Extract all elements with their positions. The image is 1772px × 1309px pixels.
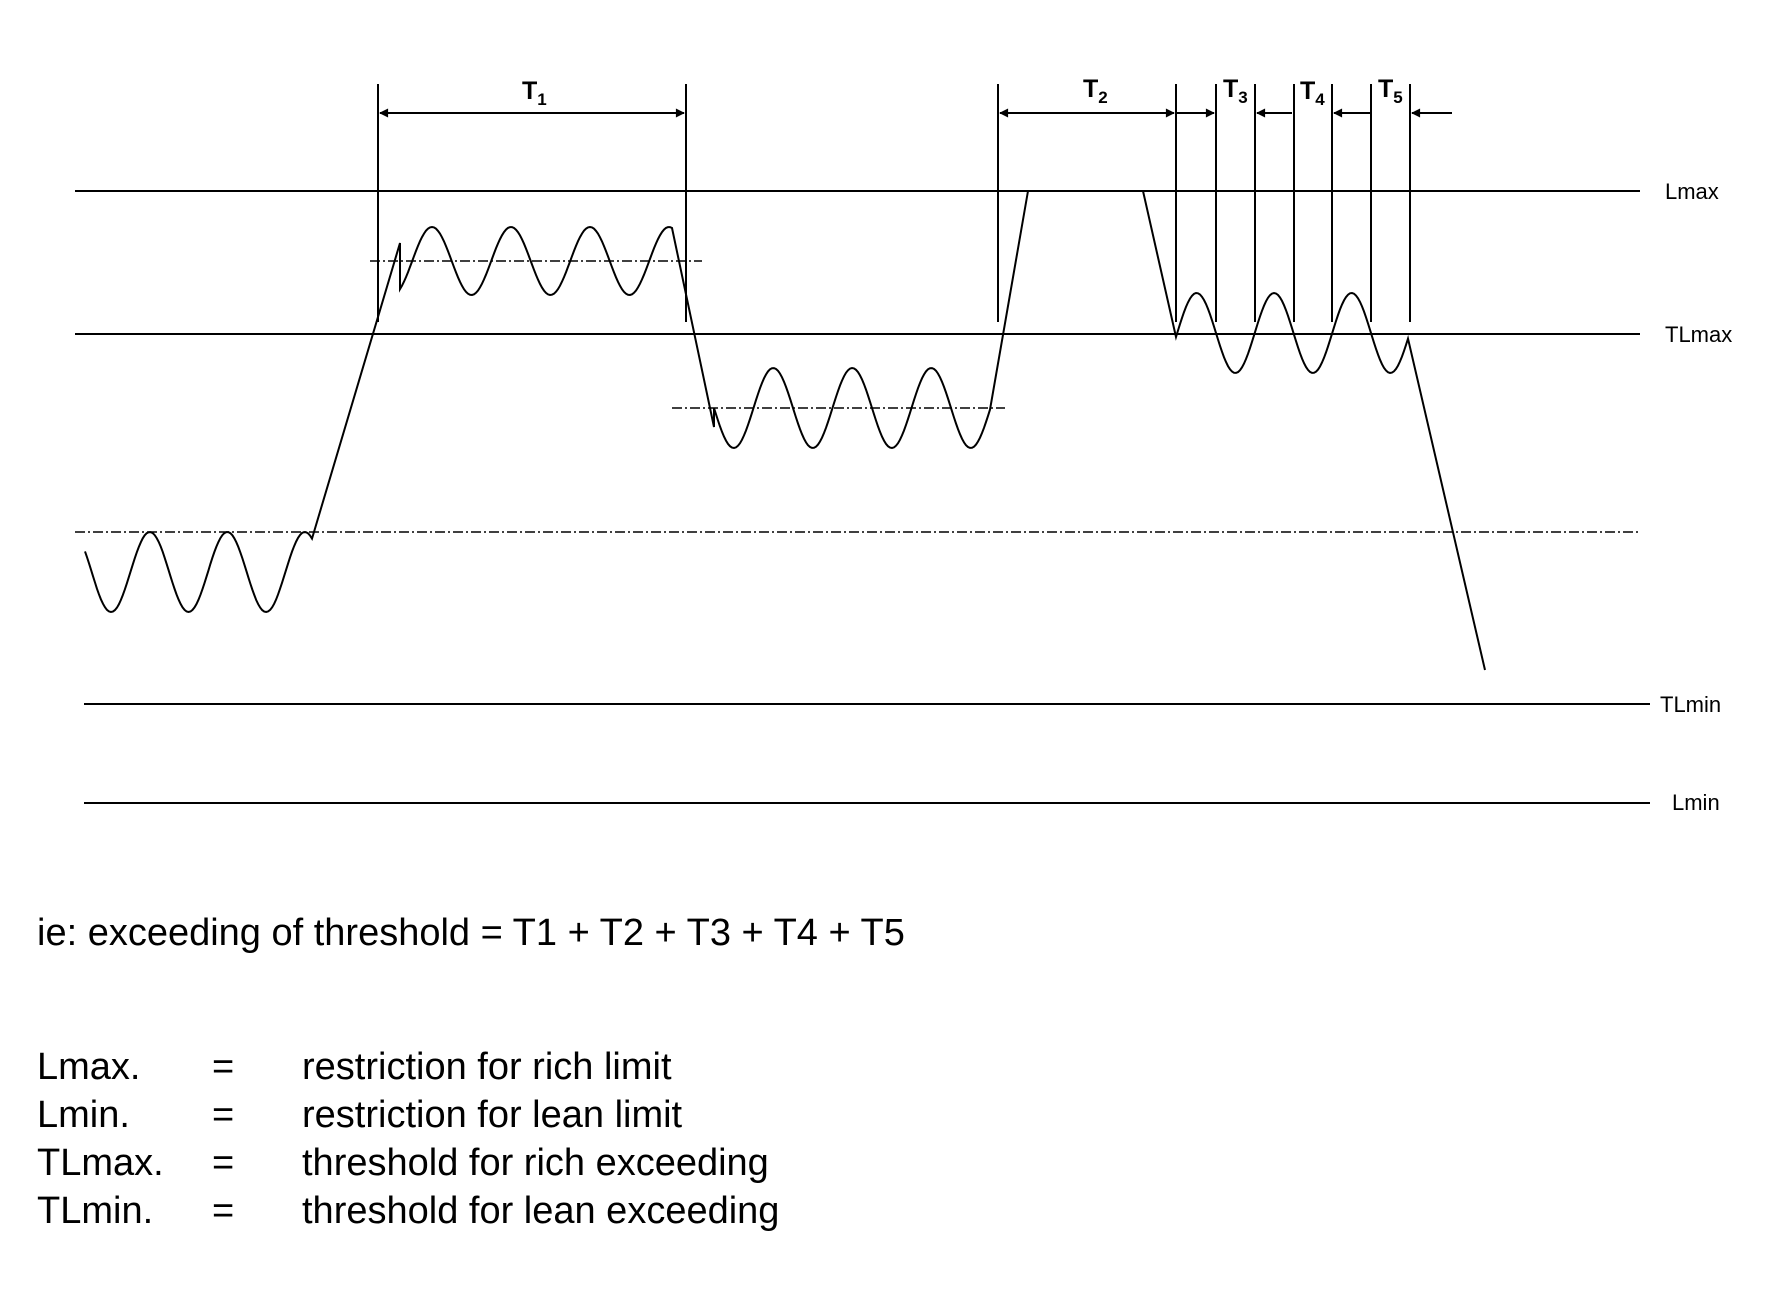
signal-curve (84, 190, 1486, 671)
legend-description: restriction for rich limit (302, 1046, 672, 1088)
legend-term: TLmax. (37, 1142, 164, 1184)
legend-row: Lmin. = restriction for lean limit (37, 1091, 779, 1139)
legend-description: threshold for rich exceeding (302, 1142, 769, 1184)
tlmax-label: TLmax (1665, 322, 1732, 347)
t4-label: T4 (1300, 77, 1325, 109)
t1-label: T1 (522, 77, 547, 109)
lmax-label: Lmax (1665, 179, 1719, 204)
legend-equals: = (212, 1190, 235, 1232)
legend-row: Lmax. = restriction for rich limit (37, 1043, 779, 1091)
legend-term: TLmin. (37, 1190, 154, 1232)
lmin-label: Lmin (1672, 790, 1720, 815)
legend-row: TLmax. = threshold for rich exceeding (37, 1139, 779, 1187)
threshold-diagram: Lmax TLmax TLmin Lmin T1 T2 T3 T4 T5 (75, 75, 1732, 815)
t2-label: T2 (1083, 75, 1108, 107)
formula-text: ie: exceeding of threshold = T1 + T2 + T… (37, 912, 905, 954)
legend-term: Lmax. (37, 1046, 141, 1088)
t5-label: T5 (1378, 75, 1403, 107)
interval-boundaries (377, 84, 1411, 322)
legend-equals: = (212, 1046, 235, 1088)
legend-description: restriction for lean limit (302, 1094, 683, 1136)
legend-table: Lmax. = restriction for rich limit Lmin.… (37, 1043, 779, 1235)
t3-label: T3 (1223, 75, 1248, 107)
legend-row: TLmin. = threshold for lean exceeding (37, 1187, 779, 1235)
legend-term: Lmin. (37, 1094, 130, 1136)
tlmin-label: TLmin (1660, 692, 1721, 717)
legend-equals: = (212, 1142, 235, 1184)
legend-description: threshold for lean exceeding (302, 1190, 780, 1232)
legend-equals: = (212, 1094, 235, 1136)
